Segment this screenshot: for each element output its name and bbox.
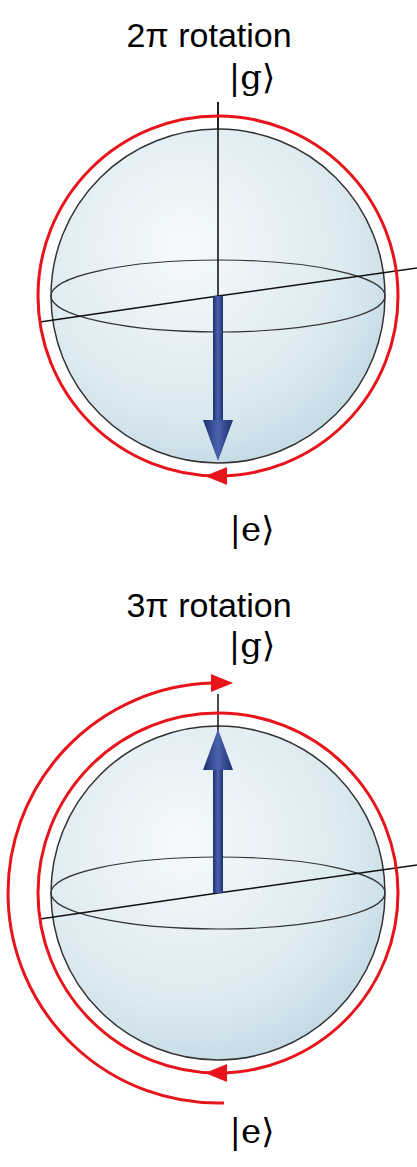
y-axis	[218, 865, 417, 893]
bloch-sphere-bottom	[8, 674, 417, 1103]
x-axis	[40, 893, 218, 919]
panel-title: 2π rotation	[126, 17, 291, 54]
state-label: |e⟩	[230, 1113, 275, 1150]
rotation-path	[38, 116, 398, 476]
rotation-arrowhead	[205, 1064, 227, 1082]
z-axis-front	[217, 102, 219, 296]
state-arrow-head	[203, 729, 233, 770]
z-axis	[217, 102, 219, 296]
state-arrow-head	[203, 420, 233, 461]
state-arrow-shaft	[213, 768, 223, 893]
state-label: |e⟩	[230, 511, 275, 548]
rotation-path-outer	[8, 683, 224, 1103]
bloch-sphere-top	[38, 102, 417, 485]
rotation-arrowhead	[205, 467, 227, 485]
state-arrow-shaft	[213, 296, 223, 422]
rotation-arrowhead-top	[211, 674, 233, 692]
x-axis	[40, 296, 218, 322]
state-label: |g⟩	[229, 59, 275, 96]
panel-title: 3π rotation	[126, 587, 291, 624]
rotation-path-inner	[38, 713, 398, 1073]
state-label: |g⟩	[229, 627, 275, 664]
sphere	[51, 726, 385, 1060]
y-axis	[218, 268, 417, 296]
